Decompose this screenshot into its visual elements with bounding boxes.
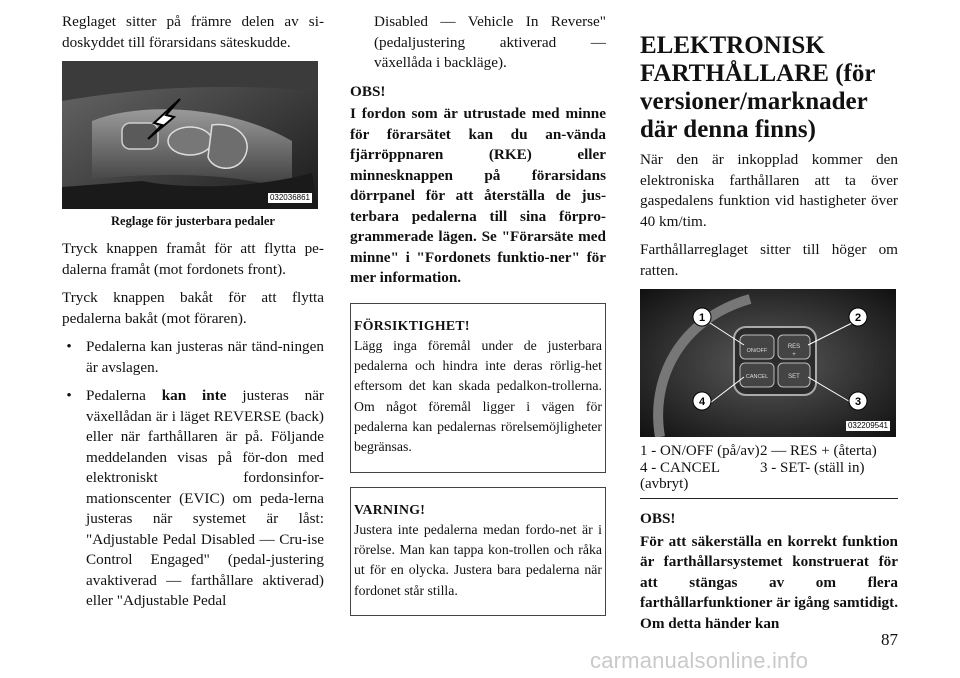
bullet-text-post: justeras när växellådan är i läget REVER… xyxy=(86,387,324,609)
note-label: OBS! xyxy=(350,82,386,100)
cancel-label: CANCEL xyxy=(746,374,768,380)
bullet-text-emphasis: kan inte xyxy=(161,387,227,404)
list-item: • Pedalerna kan inte justeras när växell… xyxy=(62,386,324,612)
watermark: carmanualsonline.info xyxy=(590,648,809,673)
adjustable-pedal-switch-photo: 032036861 xyxy=(62,61,318,209)
res-plus-label: + xyxy=(792,352,796,358)
warning-title: VARNING! xyxy=(354,501,426,517)
bullet-text-pre: Pedalerna xyxy=(86,387,146,404)
note-text: För att säkerställa en korrekt funktion … xyxy=(640,532,898,632)
column-2: Disabled — Vehicle In Reverse" (pedaljus… xyxy=(350,12,606,617)
callout-3: 3 xyxy=(855,396,861,408)
cruise-intro: När den är inkopplad kommer den elektron… xyxy=(640,151,898,230)
seat-side-illustration xyxy=(62,61,318,209)
cruise-location: Farthållarreglaget sitter till höger om … xyxy=(640,241,898,279)
note-label: OBS! xyxy=(640,510,676,527)
section-heading: ELEKTRONISK FARTHÅLLARE (för versioner/m… xyxy=(640,32,875,143)
legend-item: 4 - CANCEL (avbryt) xyxy=(640,460,720,492)
bullet-text: Pedalerna kan justeras när tänd-ningen ä… xyxy=(86,338,324,376)
photo-code: 032036861 xyxy=(267,193,312,203)
caution-title: FÖRSIKTIGHET! xyxy=(354,317,470,333)
res-label: RES xyxy=(788,344,800,350)
legend-item: 2 — RES + (återta) xyxy=(760,443,877,459)
legend-item: 3 - SET- (ställ in) xyxy=(760,460,865,476)
control-legend: 1 - ON/OFF (på/av) 2 — RES + (återta) 4 … xyxy=(640,443,898,492)
divider xyxy=(640,498,898,499)
bullet-list: • Pedalerna kan justeras när tänd-ningen… xyxy=(62,337,324,612)
warning-text: Justera inte pedalerna medan fordo-net ä… xyxy=(354,521,602,598)
bullet-icon: • xyxy=(66,387,72,404)
photo-caption: Reglage för justerbara pedaler xyxy=(111,214,275,228)
column-3: ELEKTRONISK FARTHÅLLARE (för versioner/m… xyxy=(640,12,898,642)
set-label: SET xyxy=(788,374,800,380)
legend-item: 1 - ON/OFF (på/av) xyxy=(640,443,760,459)
page-number: 87 xyxy=(881,630,898,649)
callout-2: 2 xyxy=(855,312,861,324)
photo-code: 032209541 xyxy=(845,421,890,431)
note-text: I fordon som är utrustade med minne för … xyxy=(350,105,606,286)
steering-wheel-illustration: ON/OFF RES + CANCEL SET 1 2 3 4 xyxy=(640,289,896,437)
paragraph-forward: Tryck knappen framåt för att flytta pe-d… xyxy=(62,240,324,278)
caution-box: FÖRSIKTIGHET! Lägg inga föremål under de… xyxy=(350,302,606,473)
cruise-control-switch-photo: ON/OFF RES + CANCEL SET 1 2 3 4 03220954… xyxy=(640,289,896,437)
callout-1: 1 xyxy=(699,312,705,324)
bullet-icon: • xyxy=(66,338,72,355)
warning-box: VARNING! Justera inte pedalerna medan fo… xyxy=(350,486,606,617)
paragraph-backward: Tryck knappen bakåt för att flytta pedal… xyxy=(62,289,324,327)
column-1: Reglaget sitter på främre delen av si-do… xyxy=(62,12,324,620)
caution-text: Lägg inga föremål under de justerbara pe… xyxy=(354,337,602,455)
on-off-label: ON/OFF xyxy=(747,348,768,354)
list-item: • Pedalerna kan justeras när tänd-ningen… xyxy=(62,337,324,378)
intro-paragraph: Reglaget sitter på främre delen av si-do… xyxy=(62,13,324,51)
callout-4: 4 xyxy=(699,396,706,408)
continued-text: Disabled — Vehicle In Reverse" (pedaljus… xyxy=(374,13,606,71)
